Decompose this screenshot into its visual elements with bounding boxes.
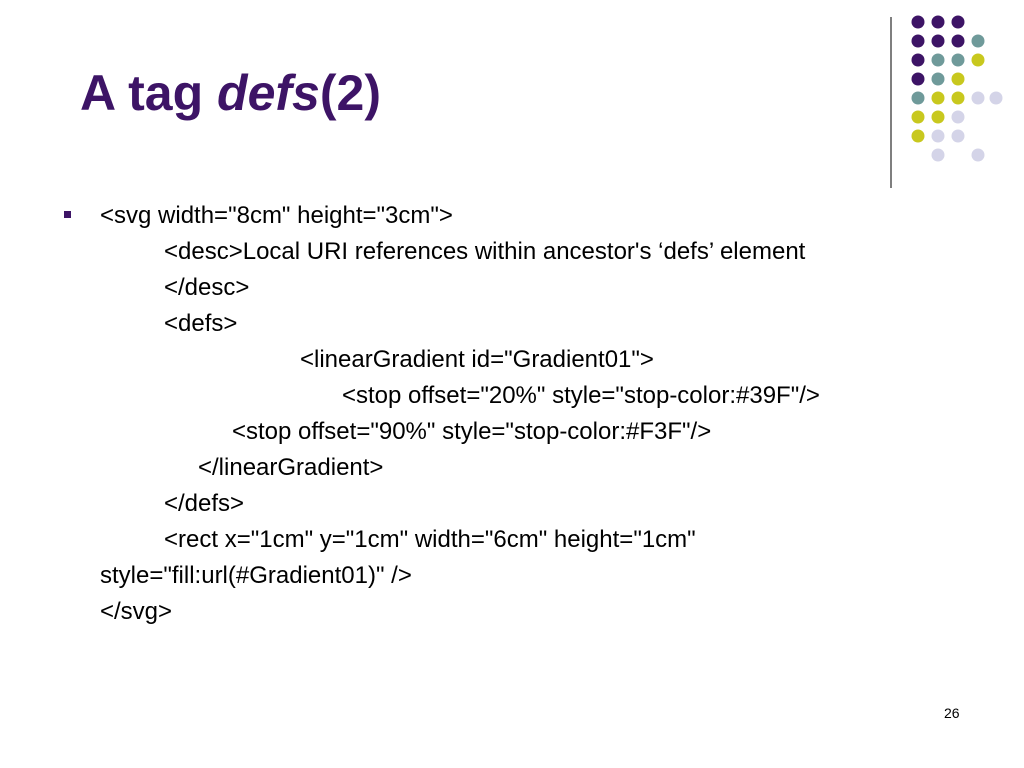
decor-dot [951, 72, 965, 86]
decor-dot [911, 91, 925, 105]
code-line-svg-open: <svg width="8cm" height="3cm"> [100, 202, 453, 229]
decor-dot [911, 53, 925, 67]
bullet-square [64, 211, 71, 218]
decor-dot [911, 129, 925, 143]
code-line-stop-2: <stop offset="90%" style="stop-color:#F3… [232, 418, 712, 445]
decor-dot [951, 15, 965, 29]
decor-dot [931, 91, 945, 105]
decor-dot [931, 34, 945, 48]
code-line-desc-close: </desc> [164, 274, 250, 301]
decor-dot [951, 110, 965, 124]
code-line-gradient-open: <linearGradient id="Gradient01"> [300, 346, 654, 373]
code-line-rect-style: style="fill:url(#Gradient01)" /> [100, 562, 412, 589]
title-emphasis: defs [217, 65, 320, 121]
decor-dot [911, 15, 925, 29]
code-line-stop-1: <stop offset="20%" style="stop-color:#39… [342, 382, 820, 409]
decor-dot [931, 15, 945, 29]
decor-dot [911, 72, 925, 86]
decor-dot [951, 91, 965, 105]
decor-dot [911, 34, 925, 48]
decor-dot [931, 129, 945, 143]
decor-dot [931, 53, 945, 67]
decorative-dot-grid [890, 15, 1003, 188]
decor-dot [971, 148, 985, 162]
decor-dot [931, 72, 945, 86]
decor-dot [951, 129, 965, 143]
decor-dot [951, 34, 965, 48]
decor-dot [971, 34, 985, 48]
code-line-gradient-close: </linearGradient> [198, 454, 384, 481]
title-main: A tag [80, 65, 218, 121]
decor-dot [971, 91, 985, 105]
decor-dot [989, 91, 1003, 105]
code-line-svg-close: </svg> [100, 598, 173, 625]
title-suffix: (2) [319, 65, 381, 121]
dot-grid [911, 15, 1003, 162]
code-line-defs-close: </defs> [164, 490, 245, 517]
code-line-desc-open: <desc>Local URI references within ancest… [164, 238, 806, 265]
slide-number: 26 [944, 705, 960, 721]
decor-dot [931, 148, 945, 162]
slide-title: A tag defs(2) [80, 58, 381, 128]
decor-dot [951, 53, 965, 67]
code-line-rect: <rect x="1cm" y="1cm" width="6cm" height… [164, 526, 696, 553]
decor-dot [931, 110, 945, 124]
decor-dot [971, 53, 985, 67]
code-line-defs-open: <defs> [164, 310, 238, 337]
decor-dot [911, 110, 925, 124]
